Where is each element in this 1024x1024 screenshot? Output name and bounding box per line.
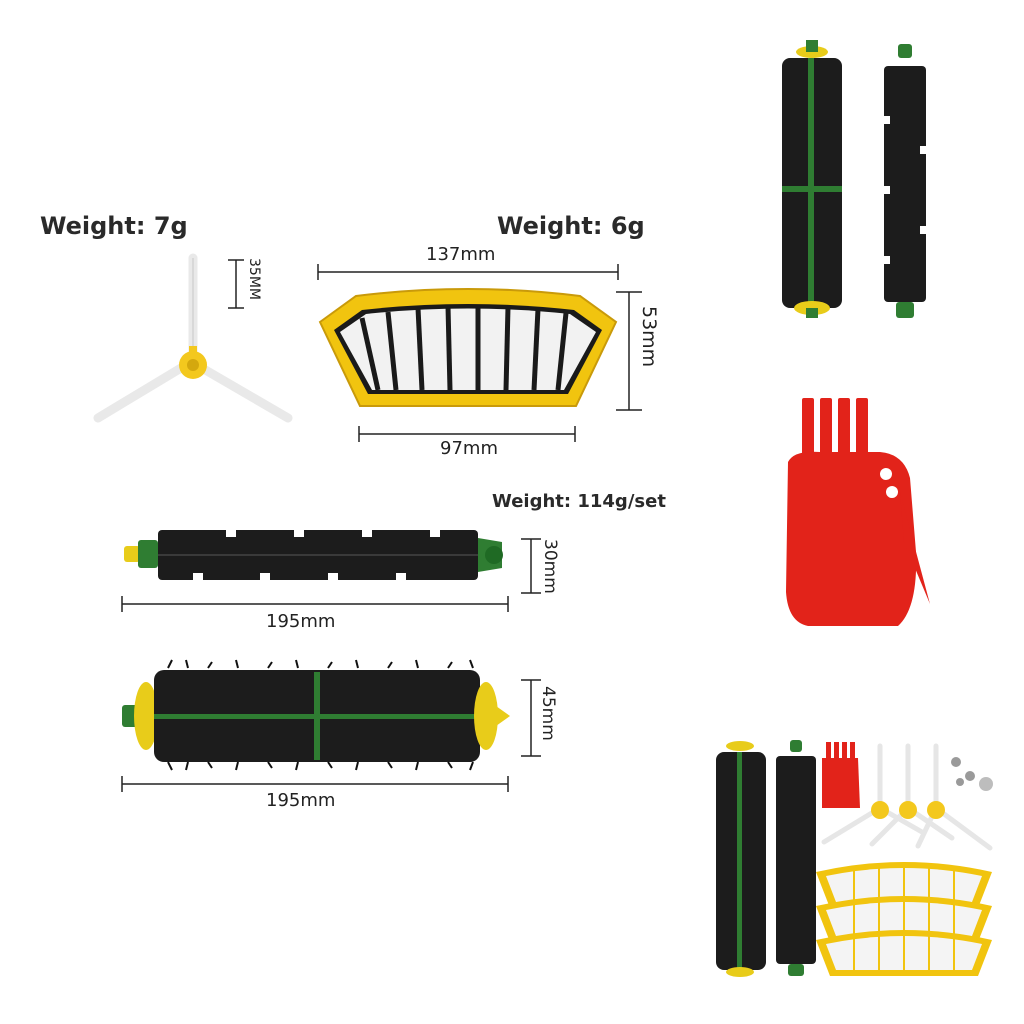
- filter-weight-label: Weight: 6g: [497, 212, 645, 240]
- side-brush-image: [93, 253, 293, 423]
- flexible-beater-dim-length: 195mm: [266, 611, 336, 632]
- side-brush-dim-line: [228, 259, 244, 309]
- filter-dim-height: 53mm: [638, 306, 660, 368]
- vertical-rollers-image: [782, 40, 926, 318]
- side-brush-weight-label: Weight: 7g: [40, 212, 188, 240]
- bristle-brush-length-dim-line: [121, 776, 509, 792]
- filter-height-dim-line: [616, 291, 642, 411]
- bristle-brush-diameter-dim-line: [521, 679, 541, 757]
- filter-image: [318, 288, 618, 407]
- full-kit-image: [716, 740, 993, 977]
- filter-bottom-dim-line: [358, 426, 576, 442]
- side-brush-dim-height: 35MM: [246, 258, 262, 300]
- bristle-brush-image: [122, 659, 510, 771]
- bristle-brush-dim-length: 195mm: [266, 790, 336, 811]
- filter-top-dim-line: [317, 264, 619, 280]
- flexible-beater-length-dim-line: [121, 596, 509, 612]
- rollers-weight-label: Weight: 114g/set: [492, 491, 666, 512]
- cleaning-tool-image: [786, 398, 930, 626]
- flexible-beater-dim-diameter: 30mm: [540, 539, 560, 594]
- filter-dim-top-width: 137mm: [426, 244, 496, 265]
- flexible-beater-image: [124, 530, 503, 580]
- flexible-beater-diameter-dim-line: [521, 538, 541, 594]
- bristle-brush-dim-diameter: 45mm: [538, 686, 558, 741]
- filter-dim-bottom-width: 97mm: [440, 438, 498, 459]
